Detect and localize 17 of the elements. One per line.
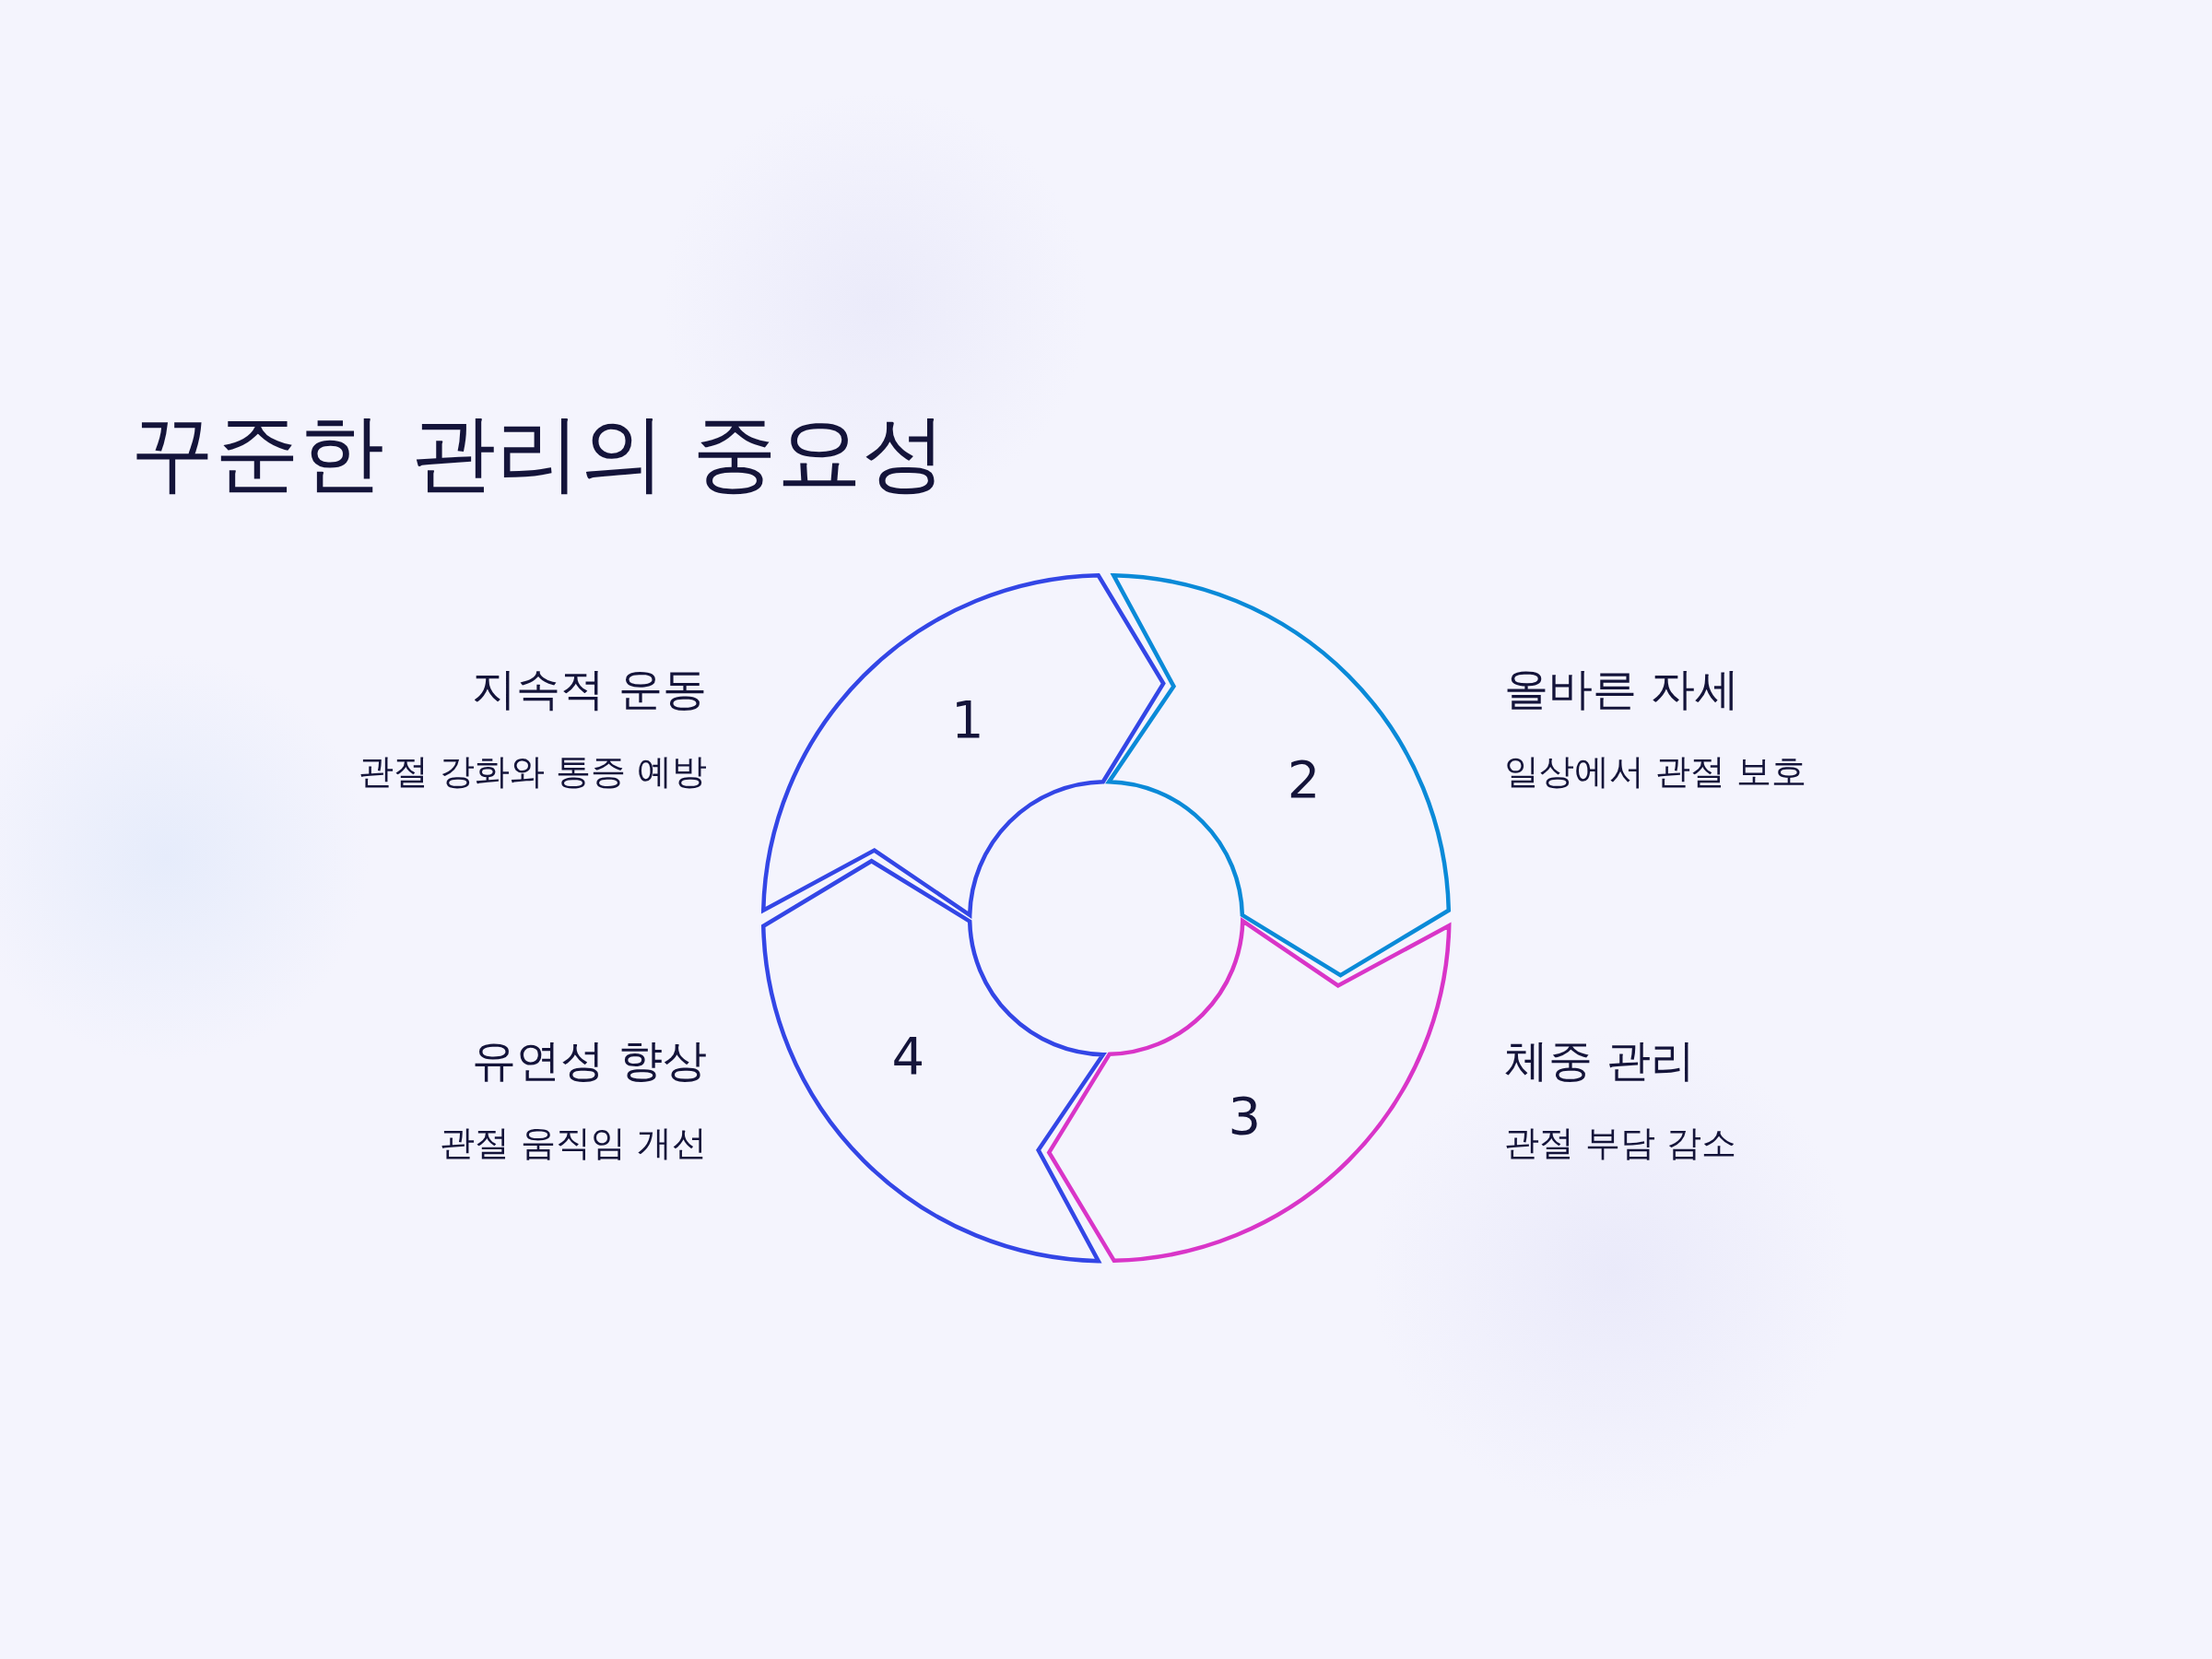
step-heading: 지속적 운동 <box>471 666 707 711</box>
step-heading: 유연성 향상 <box>471 1038 707 1082</box>
step-heading: 체중 관리 <box>1504 1038 1696 1082</box>
ring-segment <box>1107 572 1452 978</box>
step-description: 일상에서 관절 보호 <box>1504 754 1807 789</box>
step-number: 3 <box>1228 1089 1262 1142</box>
step-number: 2 <box>1287 753 1321 806</box>
step-number: 4 <box>891 1030 925 1083</box>
step-number: 1 <box>950 694 984 747</box>
ring-segment <box>760 858 1105 1264</box>
step-heading: 올바른 자세 <box>1504 666 1740 711</box>
step-description: 관절 움직임 개선 <box>439 1125 707 1160</box>
step-description: 관절 부담 감소 <box>1504 1125 1737 1160</box>
step-description: 관절 강화와 통증 예방 <box>358 754 707 789</box>
title: 꾸준한 관리의 중요성 <box>130 403 947 504</box>
ring-segment <box>1046 919 1452 1264</box>
ring-segment <box>760 572 1166 917</box>
